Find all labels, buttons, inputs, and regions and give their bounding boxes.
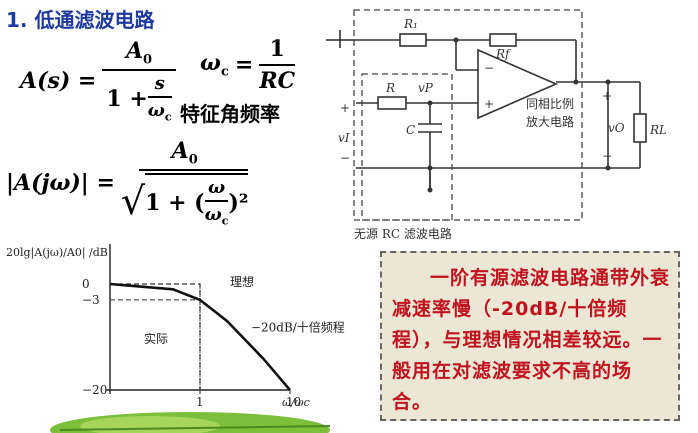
x-tick-label: 10 — [286, 395, 301, 409]
cutoff-lhs: ω — [200, 50, 221, 77]
magnitude-num: A — [171, 138, 189, 164]
amp-label-2: 放大电路 — [526, 114, 574, 129]
annotation-slope: −20dB/十倍频程 — [251, 320, 345, 335]
magnitude-frac-num: ω — [207, 177, 226, 199]
transfer-inner-den-sub: c — [164, 110, 172, 124]
transfer-num-sub: 0 — [143, 52, 153, 68]
note-box: 一阶有源滤波电路通带外衰减速率慢（-20dB/十倍频程），与理想情况相差较远。一… — [380, 251, 680, 421]
label-r1: R₁ — [403, 17, 418, 31]
magnitude-frac-den: ω — [204, 204, 222, 226]
label-rl: RL — [649, 123, 667, 137]
y-tick-label: −3 — [82, 293, 100, 307]
series-ideal — [110, 283, 201, 390]
x-axis-label: ω/ωc — [282, 396, 310, 409]
magnitude-power: )² — [228, 189, 249, 216]
label-vi: vI — [338, 131, 350, 145]
transfer-lhs: A(s) = — [20, 67, 97, 94]
label-minus-out: − — [602, 149, 612, 163]
transfer-fraction: A0 1 + s ωc — [102, 38, 176, 124]
page-title: 1. 低通滤波电路 — [6, 8, 155, 32]
magnitude-den-expr: 1 + ( — [145, 189, 205, 216]
label-plus-vi: + — [340, 101, 350, 115]
transfer-den-prefix: 1 + — [106, 85, 148, 112]
magnitude-frac-den-sub: c — [221, 214, 229, 228]
cutoff-formula: ωc = 1 RC — [200, 36, 296, 94]
annotation-actual: 实际 — [144, 331, 168, 346]
magnitude-num-sub: 0 — [188, 152, 198, 168]
label-plus-in: + — [484, 97, 494, 111]
cutoff-num: 1 — [269, 36, 285, 62]
passive-label: 无源 RC 滤波电路 — [354, 226, 452, 241]
magnitude-formula: |A(jω)| = A0 √ 1 + ( ω ωc )² — [6, 138, 249, 228]
transfer-function-formula: A(s) = A0 1 + s ωc — [20, 38, 176, 124]
cutoff-eq: = — [234, 52, 254, 78]
y-axis-label: 20lg|A(jω)/A0| /dB — [6, 246, 108, 260]
cutoff-den: RC — [259, 68, 296, 94]
cutoff-label: 特征角频率 — [180, 102, 280, 126]
transfer-num: A — [125, 38, 144, 64]
label-minus-vi: − — [340, 151, 350, 165]
x-tick-label: 1 — [196, 395, 204, 409]
series-actual — [109, 282, 291, 391]
label-minus-in: − — [484, 61, 494, 75]
y-tick-label: −20 — [82, 383, 107, 397]
annotation-ideal: 理想 — [230, 274, 254, 289]
y-tick-label: 0 — [82, 277, 90, 291]
label-vo: vO — [608, 121, 625, 135]
transfer-inner-num: s — [154, 73, 165, 95]
label-plus-out: + — [602, 89, 612, 103]
circuit-diagram: R₁ Rf R vP C vI vO RL − + + − + − 同相比例 放… — [326, 9, 667, 241]
amp-label-1: 同相比例 — [526, 97, 574, 111]
label-rf: Rf — [495, 47, 512, 61]
label-c: C — [406, 123, 415, 137]
note-text: 一阶有源滤波电路通带外衰减速率慢（-20dB/十倍频程），与理想情况相差较远。一… — [392, 267, 671, 413]
label-vp: vP — [418, 81, 434, 95]
magnitude-lhs: |A(jω)| = — [6, 169, 115, 196]
sqrt-icon: √ — [120, 178, 146, 223]
cutoff-lhs-sub: c — [220, 64, 229, 80]
transfer-inner-den: ω — [147, 100, 165, 122]
label-r: R — [385, 81, 395, 95]
leaf-decoration — [50, 412, 331, 433]
